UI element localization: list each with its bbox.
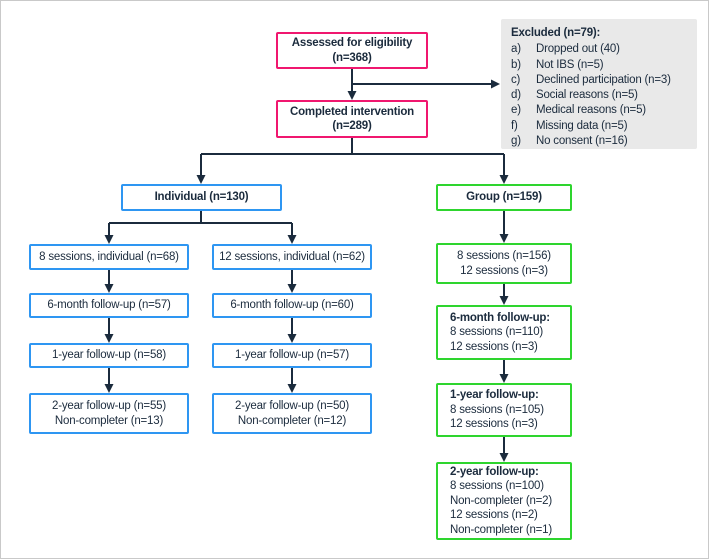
group-6month-line1: 8 sessions (n=110) [450, 326, 544, 339]
group-start-line2: 12 sessions (n=3) [460, 264, 548, 277]
excluded-item-letter: b) [511, 58, 521, 71]
individual8-2year-line1: 2-year follow-up (n=55) [52, 400, 166, 412]
individual12-1year-label: 1-year follow-up (n=57) [235, 349, 349, 362]
excluded-item-text: Declined participation (n=3) [536, 73, 671, 86]
individual12-6month-box: 6-month follow-up (n=60) [212, 293, 372, 318]
individual12-2year-line2: Non-completer (n=12) [237, 414, 347, 427]
excluded-item-letter: d) [511, 89, 521, 102]
excluded-item: f) Missing data (n=5) [511, 119, 689, 134]
group-2year-box: 2-year follow-up: 8 sessions (n=100) Non… [436, 462, 572, 540]
individual12-1year-box: 1-year follow-up (n=57) [212, 343, 372, 368]
individual12-start-box: 12 sessions, individual (n=62) [212, 244, 372, 270]
group-2year-line4: Non-completer (n=1) [450, 523, 552, 536]
excluded-panel: Excluded (n=79): a) Dropped out (40) b) … [501, 19, 697, 149]
excluded-item: d) Social reasons (n=5) [511, 88, 689, 103]
excluded-item: g) No consent (n=16) [511, 134, 689, 149]
group-2year-title: 2-year follow-up: [450, 465, 539, 478]
excluded-item: c) Declined participation (n=3) [511, 73, 689, 88]
group-6month-title: 6-month follow-up: [450, 311, 550, 324]
excluded-item: e) Medical reasons (n=5) [511, 103, 689, 118]
group-1year-box: 1-year follow-up: 8 sessions (n=105) 12 … [436, 383, 572, 437]
excluded-item-letter: a) [511, 43, 521, 56]
excluded-item-text: Social reasons (n=5) [536, 89, 638, 102]
group-start-line1: 8 sessions (n=156) [457, 250, 551, 262]
individual8-6month-label: 6-month follow-up (n=57) [47, 299, 171, 312]
excluded-item-text: Dropped out (40) [536, 43, 620, 56]
excluded-item-text: Missing data (n=5) [536, 119, 628, 132]
completed-intervention-box: Completed intervention (n=289) [276, 100, 428, 138]
assessed-line1: Assessed for eligibility [291, 37, 413, 49]
group-1year-line1: 8 sessions (n=105) [450, 403, 544, 416]
excluded-item-text: Medical reasons (n=5) [536, 104, 646, 117]
individual12-2year-box: 2-year follow-up (n=50) Non-completer (n… [212, 393, 372, 434]
group-6month-line2: 12 sessions (n=3) [450, 340, 538, 353]
completed-line2: (n=289) [332, 120, 372, 132]
group-1year-line2: 12 sessions (n=3) [450, 418, 538, 431]
individual8-start-box: 8 sessions, individual (n=68) [29, 244, 189, 270]
individual8-2year-line2: Non-completer (n=13) [54, 414, 164, 427]
excluded-item: a) Dropped out (40) [511, 42, 689, 57]
individual8-2year-box: 2-year follow-up (n=55) Non-completer (n… [29, 393, 189, 434]
group-2year-line2: Non-completer (n=2) [450, 494, 552, 507]
individual-branch-box: Individual (n=130) [121, 184, 282, 211]
group-branch-label: Group (n=159) [466, 191, 542, 204]
assessed-eligibility-box: Assessed for eligibility (n=368) [276, 32, 428, 69]
individual8-6month-box: 6-month follow-up (n=57) [29, 293, 189, 318]
group-6month-box: 6-month follow-up: 8 sessions (n=110) 12… [436, 305, 572, 360]
individual12-6month-label: 6-month follow-up (n=60) [230, 299, 354, 312]
individual-branch-label: Individual (n=130) [154, 191, 249, 204]
group-branch-box: Group (n=159) [436, 184, 572, 211]
excluded-title: Excluded (n=79): [511, 27, 601, 39]
group-1year-title: 1-year follow-up: [450, 389, 539, 402]
individual8-start-label: 8 sessions, individual (n=68) [39, 250, 179, 263]
excluded-item-letter: e) [511, 104, 521, 117]
excluded-item-text: Not IBS (n=5) [536, 58, 604, 71]
excluded-item: b) Not IBS (n=5) [511, 58, 689, 73]
individual12-start-label: 12 sessions, individual (n=62) [219, 250, 365, 263]
excluded-item-letter: c) [511, 73, 521, 86]
assessed-line2: (n=368) [332, 51, 372, 64]
group-2year-line1: 8 sessions (n=100) [450, 480, 544, 493]
group-2year-line3: 12 sessions (n=2) [450, 509, 538, 522]
individual8-1year-label: 1-year follow-up (n=58) [52, 349, 166, 362]
excluded-item-letter: f) [511, 119, 518, 132]
individual12-2year-line1: 2-year follow-up (n=50) [235, 400, 349, 412]
excluded-item-text: No consent (n=16) [536, 135, 628, 148]
excluded-item-letter: g) [511, 135, 521, 148]
individual8-1year-box: 1-year follow-up (n=58) [29, 343, 189, 368]
group-start-box: 8 sessions (n=156) 12 sessions (n=3) [436, 243, 572, 284]
completed-line1: Completed intervention [289, 105, 415, 118]
